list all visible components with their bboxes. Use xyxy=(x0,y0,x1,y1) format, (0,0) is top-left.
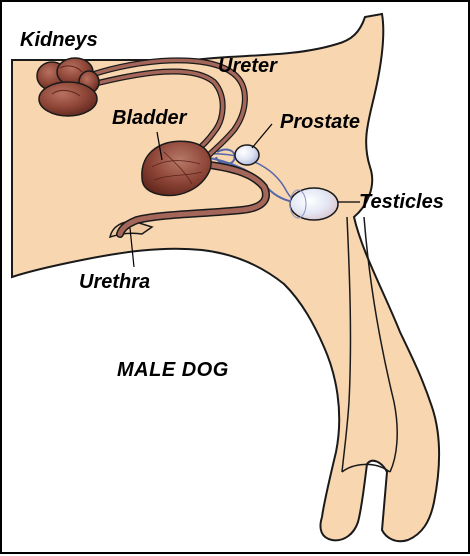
testicles xyxy=(290,188,338,220)
kidneys-label: Kidneys xyxy=(20,30,98,50)
urethra-label: Urethra xyxy=(79,272,150,292)
ureter-label: Ureter xyxy=(218,56,277,76)
prostate-label: Prostate xyxy=(280,112,360,132)
prostate xyxy=(235,145,259,165)
bladder-label: Bladder xyxy=(112,108,186,128)
figure-title: MALE DOG xyxy=(117,360,229,380)
testicles-label: Testicles xyxy=(359,192,444,212)
kidneys xyxy=(37,58,99,116)
